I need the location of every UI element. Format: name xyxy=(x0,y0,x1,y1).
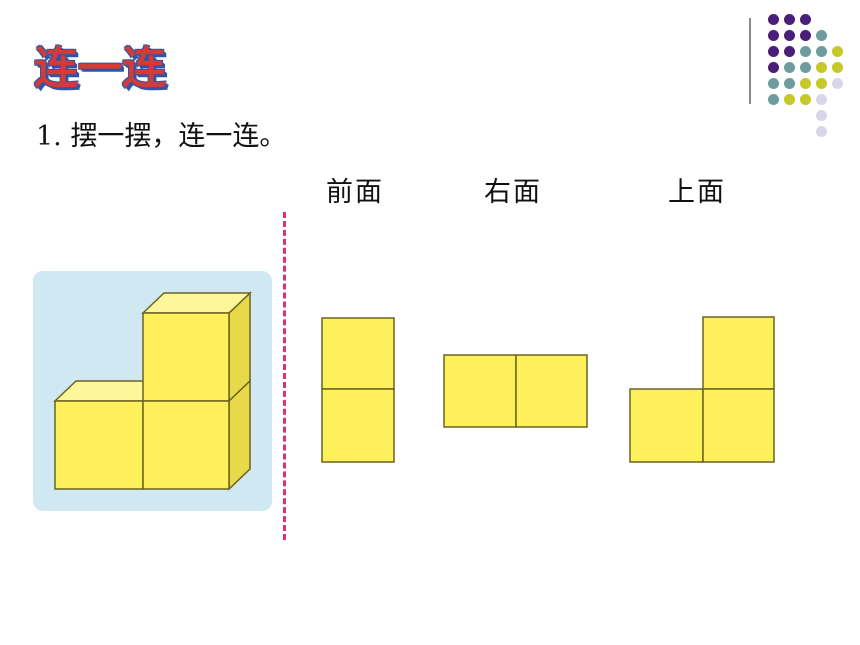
dot xyxy=(800,14,811,25)
square xyxy=(321,388,395,463)
dot xyxy=(768,14,779,25)
dot xyxy=(816,126,827,137)
cube-front-face xyxy=(54,400,144,490)
dot xyxy=(768,30,779,41)
dot xyxy=(768,62,779,73)
label-right-view: 右面 xyxy=(484,177,542,208)
dot xyxy=(816,46,827,57)
dot xyxy=(816,110,827,121)
header-divider-line xyxy=(749,18,751,104)
cube-front-face xyxy=(142,400,230,490)
dot xyxy=(832,78,843,89)
instruction-text: 1. 摆一摆，连一连。 xyxy=(36,121,287,152)
square xyxy=(629,388,704,463)
dot xyxy=(816,78,827,89)
square xyxy=(321,317,395,390)
shape-option-vertical-pair[interactable] xyxy=(321,317,395,463)
dot xyxy=(800,30,811,41)
dot xyxy=(768,94,779,105)
cube-front-face xyxy=(142,312,230,402)
dashed-divider xyxy=(283,212,286,540)
dot xyxy=(832,46,843,57)
dot xyxy=(768,46,779,57)
shape-option-l-shape[interactable] xyxy=(629,316,775,463)
dot xyxy=(816,30,827,41)
dot xyxy=(800,46,811,57)
dot xyxy=(800,62,811,73)
square xyxy=(702,316,775,390)
dot xyxy=(816,62,827,73)
dot xyxy=(816,94,827,105)
square xyxy=(515,354,588,428)
dot xyxy=(800,78,811,89)
square xyxy=(702,388,775,463)
dot xyxy=(832,62,843,73)
dot xyxy=(784,46,795,57)
page-title: 连一连 xyxy=(34,43,166,94)
dot xyxy=(784,94,795,105)
dot xyxy=(800,94,811,105)
square xyxy=(443,354,517,428)
dot xyxy=(784,78,795,89)
dot xyxy=(784,62,795,73)
shape-option-horizontal-pair[interactable] xyxy=(443,354,588,428)
dot xyxy=(784,14,795,25)
label-top-view: 上面 xyxy=(668,177,726,208)
dot xyxy=(768,78,779,89)
label-front-view: 前面 xyxy=(326,177,384,208)
dot xyxy=(784,30,795,41)
